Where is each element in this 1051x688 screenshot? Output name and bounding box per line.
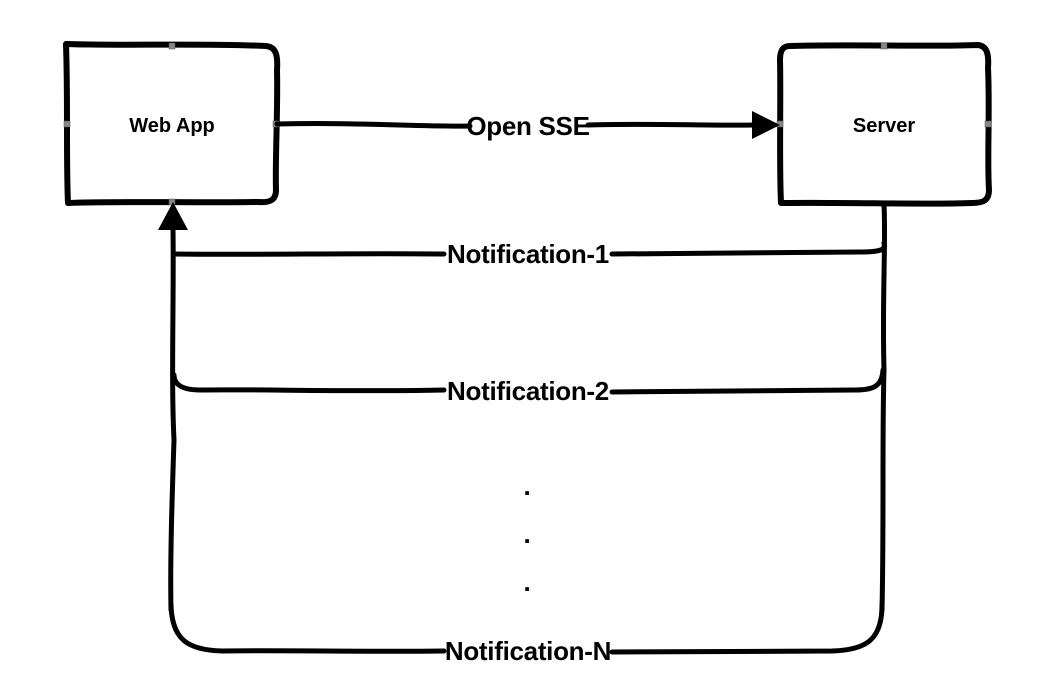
open-sse-edge[interactable]: Open SSE — [274, 111, 780, 141]
server-handle-right[interactable] — [984, 120, 992, 128]
notification-n-edge[interactable]: Notification-N — [168, 602, 885, 666]
notification-2-edge[interactable]: Notification-2 — [171, 367, 886, 406]
notification-2-line — [171, 367, 886, 395]
notification-1-edge[interactable]: Notification-1 — [171, 239, 887, 269]
web-app-handle-top[interactable] — [168, 42, 176, 50]
web-app-box — [63, 41, 281, 206]
open-sse-label: Open SSE — [466, 111, 589, 141]
server-label: Server — [853, 115, 915, 137]
web-app-return-trunk — [158, 202, 188, 613]
notification-1-label: Notification-1 — [447, 239, 609, 269]
notification-n-line — [168, 602, 885, 655]
server-emit-trunk — [879, 202, 888, 613]
web-app-node[interactable]: Web App — [63, 41, 281, 206]
ellipsis: . . . — [524, 471, 531, 597]
notification-1-line — [171, 240, 887, 257]
server-node[interactable]: Server — [776, 42, 992, 207]
server-box — [777, 42, 992, 207]
web-app-handle-left[interactable] — [63, 120, 71, 128]
open-sse-arrowhead — [752, 111, 780, 139]
right-trunk-line — [879, 202, 888, 613]
notification-2-label: Notification-2 — [447, 376, 609, 406]
ellipsis-dot-1: . — [524, 471, 531, 501]
web-app-label: Web App — [129, 115, 215, 137]
open-sse-line — [274, 121, 755, 129]
ellipsis-dot-2: . — [524, 519, 531, 549]
server-handle-top[interactable] — [880, 42, 888, 50]
ellipsis-dot-3: . — [524, 567, 531, 597]
return-arrowhead — [158, 202, 188, 230]
left-trunk-line — [168, 225, 177, 613]
notification-n-label: Notification-N — [445, 636, 611, 666]
